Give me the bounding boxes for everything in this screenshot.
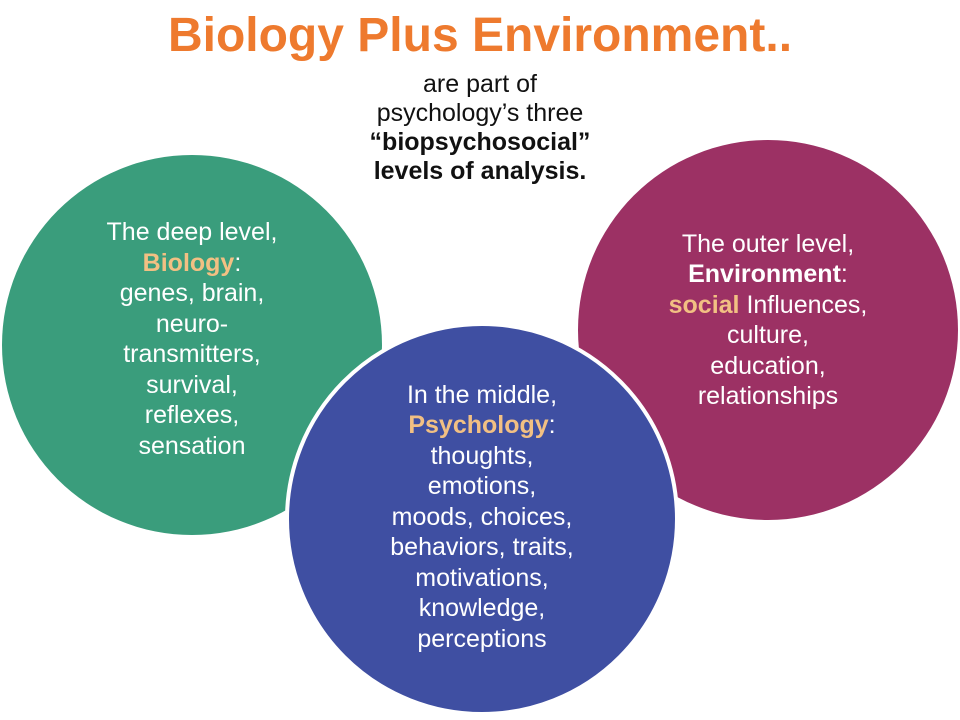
subtitle-line-4: levels of analysis. [373,157,587,185]
environment-keyword-line: Environment: [669,259,868,290]
biology-colon: : [234,248,242,277]
biology-item: neuro- [155,309,229,338]
psychology-item: emotions, [427,472,537,501]
psychology-item: moods, choices, [391,502,573,531]
psychology-item: perceptions [417,624,547,653]
psychology-item: knowledge, [418,594,546,623]
biology-item: sensation [138,431,246,460]
psychology-circle: In the middle, Psychology: thoughts, emo… [285,322,679,716]
environment-keyword: Environment [688,260,841,288]
biology-intro: The deep level, [106,218,278,246]
biology-keyword: Biology [142,248,235,277]
biology-item: genes, brain, [119,279,265,307]
subtitle-line-2: psychology’s three [376,99,584,127]
environment-item: education, [710,351,826,380]
slide-subtitle: are part of psychology’s three “biopsych… [280,70,680,186]
subtitle-line-1: are part of [423,70,537,98]
biology-text: The deep level, Biology: genes, brain, n… [107,217,278,461]
environment-intro: The outer level, [681,229,855,258]
environment-text: The outer level, Environment: social Inf… [669,229,868,412]
environment-item: culture, [727,321,809,349]
environment-social-line: social Influences, [669,290,868,321]
environment-colon: : [840,260,848,288]
biology-item: reflexes, [144,401,240,429]
subtitle-line-3: “biopsychosocial” [369,128,591,156]
psychology-intro: In the middle, [406,380,558,409]
environment-item: relationships [697,382,839,410]
psychology-item: thoughts, [430,441,534,470]
psychology-item: behaviors, traits, [390,533,574,562]
psychology-keyword-line: Psychology: [390,410,573,441]
biology-item: transmitters, [123,340,261,368]
psychology-keyword: Psychology [408,411,549,440]
biology-circle: The deep level, Biology: genes, brain, n… [2,155,382,535]
psychology-item: motivations, [415,563,549,592]
environment-rest: Influences, [739,290,868,319]
slide-title: Biology Plus Environment.. [167,9,793,62]
biology-item: survival, [146,370,238,399]
psychology-text: In the middle, Psychology: thoughts, emo… [390,380,573,655]
biology-keyword-line: Biology: [107,248,278,279]
psychology-colon: : [548,411,556,440]
environment-highlight: social [668,290,740,319]
